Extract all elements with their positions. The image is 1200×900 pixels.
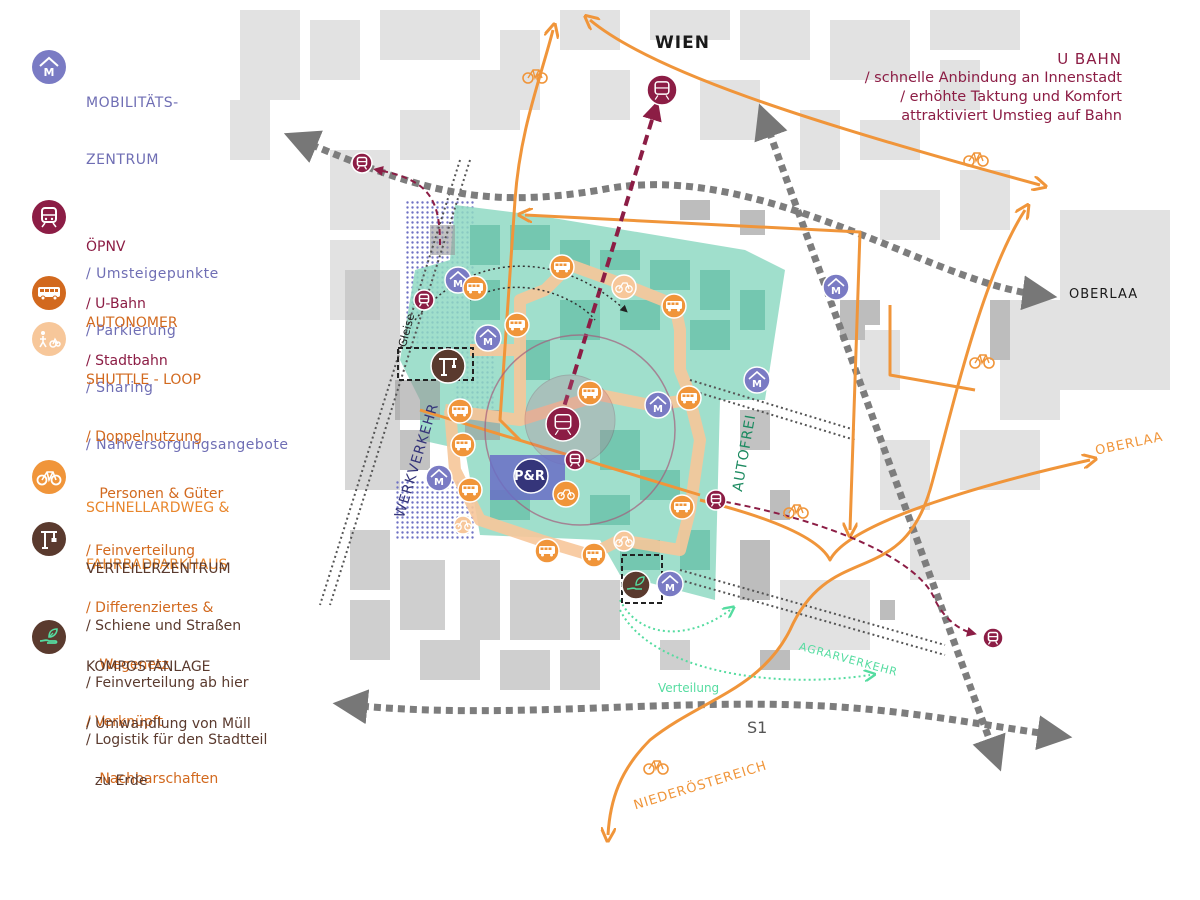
label-park-ride: P&R — [514, 469, 545, 484]
legend-shuttle-title-2: SHUTTLE - LOOP — [86, 372, 201, 388]
legend-shuttle-item: Personen & Güter — [86, 486, 224, 502]
legend-oepnv-item: / Stadtbahn — [86, 353, 168, 369]
bus-icon — [462, 275, 488, 301]
bus-icon — [549, 254, 575, 280]
ubahn-note-line-3: attraktiviert Umstieg auf Bahn — [901, 108, 1122, 124]
bus-icon — [534, 538, 560, 564]
legend-distribution-title: VERTEILERZENTRUM — [86, 561, 231, 577]
ubahn-line — [558, 100, 662, 421]
crane-icon — [430, 348, 466, 384]
legend-compost-item: zu Erde — [86, 773, 148, 789]
legend-shuttle-item: Nachbarschaften — [86, 771, 219, 787]
svg-text:M: M — [665, 583, 675, 594]
legend-compost-item: / Umwandlung von Müll — [86, 716, 251, 732]
bus-icon — [581, 542, 607, 568]
ubahn-note-line-2: / erhöhte Taktung und Komfort — [900, 89, 1122, 105]
legend-mobility-item: / Umsteigepunkte — [86, 266, 219, 282]
label-s1: S1 — [747, 718, 768, 737]
person-bike-icon — [32, 322, 66, 356]
train-icon — [32, 200, 66, 234]
tram-paths — [373, 166, 977, 637]
legend-distribution-item: / Logistik für den Stadtteil — [86, 732, 268, 748]
legend-shuttle-item: / Differenziertes & — [86, 600, 214, 616]
bus-icon — [32, 276, 66, 310]
bus-icon — [676, 385, 702, 411]
legend-shuttle-title-1: AUTONOMER — [86, 315, 178, 331]
train-icon — [564, 449, 586, 471]
compost-hand-icon — [32, 620, 66, 654]
legend-shuttle-item: Wegenetz — [86, 657, 169, 673]
train-icon — [413, 289, 435, 311]
legend-distribution-item: / Feinverteilung ab hier — [86, 675, 249, 691]
legend-oepnv-title: ÖPNV — [86, 239, 126, 255]
legend-mobility-item: / Nahversorgungsangebote — [86, 437, 289, 453]
legend-shuttle-item: / Verknüpft — [86, 714, 163, 730]
legend-mobility-title-1: MOBILITÄTS- — [86, 95, 179, 111]
green-paths — [619, 599, 870, 680]
bicycle-icon — [783, 504, 809, 519]
park-ride-icon — [513, 458, 549, 494]
svg-text:M: M — [483, 337, 493, 348]
legend-shuttle-item: / Doppelnutzung — [86, 429, 203, 445]
bus-icon — [669, 494, 695, 520]
bicycle-icon — [32, 460, 66, 494]
bicycle-icon — [969, 354, 995, 369]
mobility-hub-icon: M — [822, 273, 850, 301]
legend-mobility-item: / Sharing — [86, 380, 154, 396]
bicycle-icon — [963, 152, 989, 167]
mobility-hub-icon: M — [32, 50, 66, 84]
label-oberlaa-top: OBERLAA — [1069, 287, 1139, 302]
crane-icon — [32, 522, 66, 556]
bus-icon — [447, 398, 473, 424]
bicycle-icon — [613, 530, 635, 552]
bicycle-icon — [611, 274, 637, 300]
bus-icon — [504, 312, 530, 338]
bus-icon — [577, 380, 603, 406]
svg-text:M: M — [831, 286, 841, 297]
ubahn-note-title: U BAHN — [1057, 50, 1122, 68]
bicycle-icon — [643, 760, 669, 775]
label-verteilung: Verteilung — [658, 681, 720, 695]
legend-oepnv-item: / U-Bahn — [86, 296, 146, 312]
bicycle-icon — [453, 515, 473, 535]
map-icons: M M M M M M M — [351, 69, 1004, 775]
ubahn-note-line-1: / schnelle Anbindung an Innenstadt — [864, 70, 1122, 86]
train-icon — [351, 152, 373, 174]
legend-mobility-item: / Parkierung — [86, 323, 177, 339]
svg-text:M: M — [44, 66, 55, 79]
bicycle-icon — [552, 480, 580, 508]
bicycle-icon — [522, 69, 548, 84]
legend-shuttle-item: / Feinverteilung — [86, 543, 195, 559]
svg-text:M: M — [453, 279, 463, 290]
mobility-hub-icon: M — [644, 391, 672, 419]
bus-icon — [661, 293, 687, 319]
connection-arcs — [414, 265, 628, 321]
legend-compost-title: KOMPOSTANLAGE — [86, 659, 211, 675]
train-icon — [646, 74, 678, 106]
bus-icon — [450, 432, 476, 458]
label-wien: WIEN — [655, 33, 710, 53]
compost-hand-icon — [621, 570, 651, 600]
legend-bike-title-2: FAHRRADPARKHAUS — [86, 557, 228, 573]
legend-distribution-item: / Schiene und Straßen — [86, 618, 242, 634]
mobility-hub-icon: M — [474, 324, 502, 352]
distribution-box — [397, 347, 474, 381]
mobility-hub-icon: M — [656, 570, 684, 598]
train-icon — [705, 489, 727, 511]
svg-text:M: M — [752, 379, 762, 390]
mobility-hub-icon: M — [425, 464, 453, 492]
ubahn-note: U BAHN / schnelle Anbindung an Innenstad… — [865, 50, 1122, 126]
mobility-hub-icon: M — [743, 366, 771, 394]
svg-text:M: M — [653, 404, 663, 415]
train-icon — [982, 627, 1004, 649]
legend-mobility-title-2: ZENTRUM — [86, 152, 160, 168]
catchment-circle-outer — [484, 334, 676, 526]
bus-icon — [457, 477, 483, 503]
train-icon — [545, 406, 581, 442]
legend-bike-title-1: SCHNELLARDWEG & — [86, 500, 230, 516]
bike-routes — [419, 20, 1090, 835]
svg-text:M: M — [434, 477, 444, 488]
